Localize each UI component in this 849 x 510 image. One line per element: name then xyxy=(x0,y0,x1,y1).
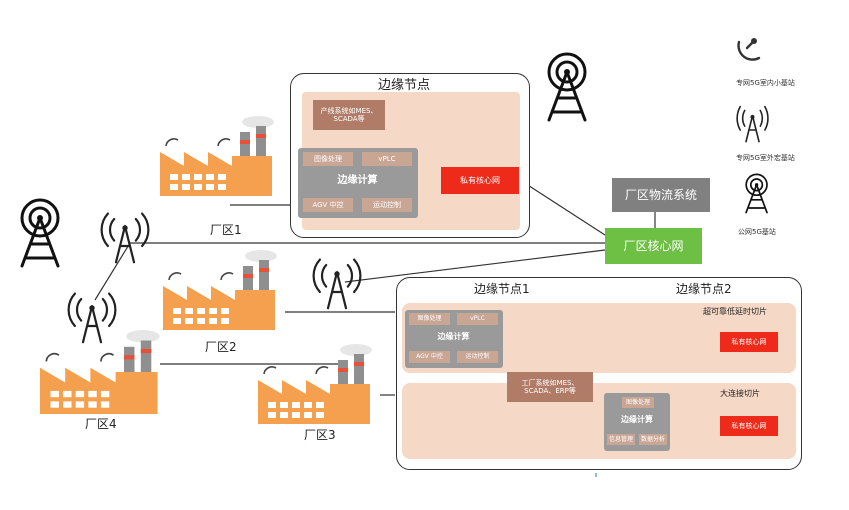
agv-box: AGV 中控 xyxy=(303,198,353,212)
edge-node-top-title: 边缘节点 xyxy=(378,78,431,93)
link-tower2-core xyxy=(344,249,606,283)
edge2-compute-label: 边缘计算 xyxy=(621,415,653,425)
private-core-2: 私有核心网 xyxy=(720,416,778,436)
edge1-compute-label: 边缘计算 xyxy=(437,332,470,342)
outdoor-5g-macro-icon-3 xyxy=(312,258,362,310)
embb-slice-label: 大连接切片 xyxy=(720,389,760,398)
edge-compute-label: 边缘计算 xyxy=(337,175,378,186)
urllc-slice-label: 超可靠低延时切片 xyxy=(703,307,767,316)
vision-box: 图像处理 xyxy=(303,152,353,166)
public-5g-tower-icon-left xyxy=(20,198,60,268)
logistics-system-box: 厂区物流系统 xyxy=(612,178,710,212)
factory-system-box: 工厂系统如MES、SCADA、ERP等 xyxy=(507,372,593,402)
edge2-top-box: 图像处理 xyxy=(622,397,654,408)
legend-public-label: 公网5G基站 xyxy=(738,228,776,236)
plant-1-label: 厂区1 xyxy=(210,223,242,237)
factory-icon-plant3 xyxy=(258,344,372,424)
edge-node-2-title: 边缘节点2 xyxy=(676,282,732,296)
edge1-agv-box: AGV 中控 xyxy=(409,351,450,363)
plant-4-label: 厂区4 xyxy=(85,417,117,431)
private-core-top: 私有核心网 xyxy=(441,167,519,194)
private-core-1: 私有核心网 xyxy=(720,332,778,352)
edge1-vision-box: 图像处理 xyxy=(409,313,450,325)
link-edge-top-core xyxy=(519,179,606,236)
factory-icon-plant4 xyxy=(40,330,160,414)
indoor-5g-small-cell-icon xyxy=(737,38,761,61)
edge2-br-box: 数据分析 xyxy=(639,434,667,445)
edge1-motion-box: 运动控制 xyxy=(457,351,498,363)
edge1-vplc-box: vPLC xyxy=(457,313,498,325)
legend-outdoor-label: 专网5G室外宏基站 xyxy=(736,154,795,162)
edge-node-1-title: 边缘节点1 xyxy=(474,282,530,296)
vplc-box: vPLC xyxy=(362,152,412,166)
public-5g-tower-icon-right xyxy=(547,52,587,122)
public-5g-tower-icon-legend xyxy=(745,173,768,214)
plant-2-label: 厂区2 xyxy=(205,340,237,354)
motion-box: 运动控制 xyxy=(362,198,412,212)
legend-indoor-label: 专网5G室内小基站 xyxy=(736,79,795,87)
outdoor-5g-macro-icon-legend xyxy=(736,105,769,143)
campus-core-box: 厂区核心网 xyxy=(605,228,702,264)
factory-icon-plant1 xyxy=(160,116,274,196)
factory-icon-plant2 xyxy=(163,250,277,330)
outdoor-5g-macro-icon-2 xyxy=(67,292,117,344)
edge2-bl-box: 信息管理 xyxy=(607,434,635,445)
plant-3-label: 厂区3 xyxy=(304,428,336,442)
mes-box: 产线系统如MES、SCADA等 xyxy=(313,100,385,130)
link-tower4-tower1 xyxy=(94,242,131,301)
outdoor-5g-macro-icon-1 xyxy=(100,212,150,264)
